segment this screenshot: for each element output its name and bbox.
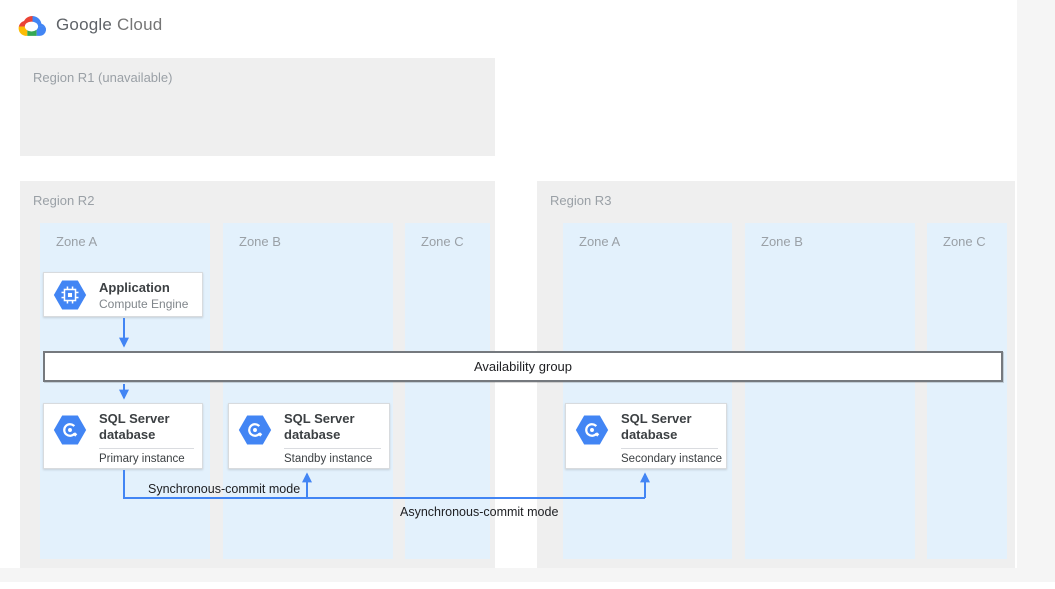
zone-r3-c: Zone C (927, 223, 1007, 559)
sql-primary-text: SQL Server database (99, 411, 194, 443)
application-title: Application (99, 280, 170, 295)
zone-r2-c: Zone C (405, 223, 490, 559)
zone-r3-c-label: Zone C (943, 234, 986, 249)
sql-primary-node: SQL Server database Primary instance (43, 403, 203, 469)
region-r2-label: Region R2 (33, 193, 95, 208)
header: Google Cloud (18, 11, 162, 39)
async-commit-label: Asynchronous-commit mode (400, 505, 559, 519)
zone-r2-a-label: Zone A (56, 234, 98, 249)
divider (99, 448, 194, 449)
region-r1: Region R1 (unavailable) (20, 58, 495, 156)
sql-secondary-node: SQL Server database Secondary instance (565, 403, 727, 469)
application-node: Application Compute Engine (43, 272, 203, 317)
logo-word-google: Google (56, 15, 113, 34)
application-subtitle: Compute Engine (99, 297, 189, 311)
zone-r3-b: Zone B (745, 223, 915, 559)
zone-r3-a-label: Zone A (579, 234, 621, 249)
sync-commit-label: Synchronous-commit mode (148, 482, 301, 496)
page-bottom-gutter (0, 568, 1017, 582)
sql-server-icon (238, 415, 272, 445)
application-node-text: Application Compute Engine (99, 280, 194, 312)
sql-secondary-text: SQL Server database (621, 411, 718, 443)
divider (284, 448, 381, 449)
sql-secondary-title: SQL Server database (621, 411, 692, 442)
zone-r3-a: Zone A (563, 223, 732, 559)
google-cloud-logo-icon (18, 15, 47, 36)
logo-text: Google Cloud (56, 15, 162, 35)
sql-standby-instance-label: Standby instance (284, 453, 373, 465)
region-r1-label: Region R1 (unavailable) (33, 70, 173, 85)
zone-r2-b: Zone B (223, 223, 393, 559)
region-r3-label: Region R3 (550, 193, 612, 208)
availability-group-label: Availability group (473, 359, 573, 374)
divider (621, 448, 718, 449)
sql-standby-text: SQL Server database (284, 411, 381, 443)
zone-r2-c-label: Zone C (421, 234, 464, 249)
sql-server-icon (53, 415, 87, 445)
zone-r3-b-label: Zone B (761, 234, 803, 249)
availability-group-bar: Availability group (43, 351, 1003, 382)
sql-standby-title: SQL Server database (284, 411, 355, 442)
page-right-gutter (1017, 0, 1055, 582)
sql-server-icon (575, 415, 609, 445)
zone-r2-b-label: Zone B (239, 234, 281, 249)
compute-engine-icon (53, 280, 87, 309)
sql-primary-instance-label: Primary instance (99, 453, 185, 465)
logo-word-cloud: Cloud (116, 15, 163, 34)
sql-primary-title: SQL Server database (99, 411, 170, 442)
sql-secondary-instance-label: Secondary instance (621, 453, 723, 465)
sql-standby-node: SQL Server database Standby instance (228, 403, 390, 469)
